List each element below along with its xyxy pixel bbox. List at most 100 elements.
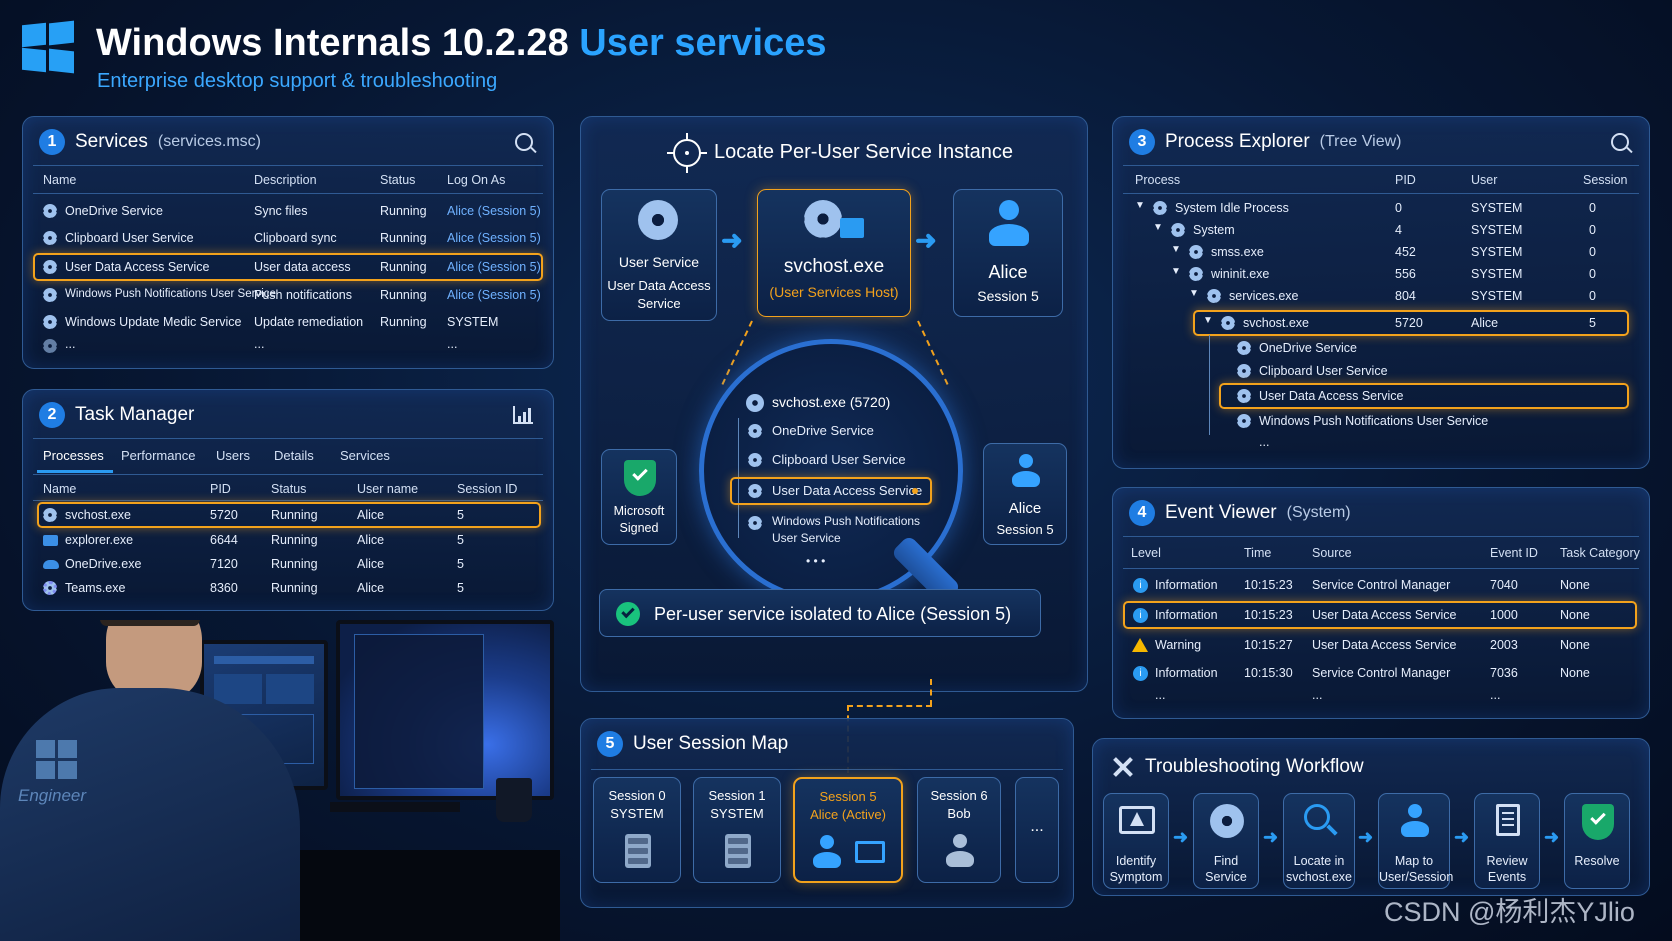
workflow-step-resolve[interactable]: Resolve [1564, 793, 1630, 889]
folder-icon [43, 535, 58, 546]
table-row[interactable]: Teams.exe 8360 Running Alice 5 [23, 576, 553, 600]
gear-icon [746, 394, 764, 412]
session-6-card[interactable]: Session 6 Bob [917, 777, 1001, 883]
column-header[interactable]: PID [1395, 173, 1416, 187]
workflow-step-locate[interactable]: Locate in svchost.exe [1283, 793, 1355, 889]
table-row[interactable]: Warning 10:15:27 User Data Access Servic… [1113, 632, 1649, 658]
panel-subtitle: (Tree View) [1319, 133, 1402, 150]
performance-chart-icon[interactable] [513, 406, 533, 424]
tree-row[interactable]: ▼ System Idle Process 0 SYSTEM 0 [1135, 200, 1596, 215]
tree-row[interactable]: User Data Access Service [1113, 384, 1649, 408]
gear-icon [1189, 267, 1203, 281]
coffee-mug-icon [496, 778, 532, 822]
tab-services[interactable]: Services [340, 448, 390, 463]
tree-row[interactable]: ▼ wininit.exe 556 SYSTEM 0 [1171, 266, 1596, 281]
column-header[interactable]: Log On As [447, 173, 506, 187]
table-row[interactable]: i Information 10:15:23 User Data Access … [1113, 602, 1649, 628]
column-header[interactable]: Process [1135, 173, 1181, 187]
column-header[interactable]: User [1471, 173, 1498, 187]
tree-row[interactable]: OneDrive Service [1113, 337, 1649, 359]
column-header[interactable]: Level [1131, 546, 1161, 560]
column-header[interactable]: Name [43, 482, 77, 496]
gear-icon [1189, 245, 1203, 259]
user-service-card[interactable]: User Service User Data Access Service [601, 189, 717, 321]
server-icon [625, 834, 651, 868]
engineer-illustration: Engineer [0, 620, 560, 941]
gear-icon [1221, 316, 1235, 330]
column-header[interactable]: Status [380, 173, 416, 187]
column-header[interactable]: Name [43, 173, 77, 187]
chevron-down-icon: ▼ [1189, 288, 1199, 299]
cloud-icon [43, 560, 59, 569]
alice-card[interactable]: Alice Session 5 [953, 189, 1063, 317]
workflow-step-review[interactable]: Review Events [1474, 793, 1540, 889]
gear-icon [43, 260, 57, 274]
column-header[interactable]: PID [210, 482, 231, 496]
page-subtitle: Enterprise desktop support & troubleshoo… [97, 70, 498, 92]
workflow-step-find[interactable]: Find Service [1193, 793, 1259, 889]
table-row[interactable]: OneDrive Service Sync files Running Alic… [23, 199, 553, 225]
gear-icon [43, 339, 57, 353]
column-header[interactable]: Description [254, 173, 317, 187]
workflow-step-identify[interactable]: Identify Symptom [1103, 793, 1169, 889]
more-sessions-card[interactable]: ... [1015, 777, 1059, 883]
tab-users[interactable]: Users [216, 448, 250, 463]
chevron-down-icon: ▼ [1203, 315, 1213, 326]
table-row[interactable]: Windows Push Notifications User Service … [23, 283, 553, 309]
microsoft-signed-card: Microsoft Signed [601, 449, 677, 545]
tree-row[interactable]: ▼ services.exe 804 SYSTEM 0 [1189, 288, 1596, 303]
tab-processes[interactable]: Processes [43, 448, 104, 463]
column-header[interactable]: User name [357, 482, 419, 496]
table-row[interactable]: svchost.exe 5720 Running Alice 5 [23, 503, 553, 527]
page-title: Windows Internals 10.2.28 User services [96, 22, 827, 64]
column-header[interactable]: Time [1244, 546, 1272, 560]
column-header[interactable]: Source [1312, 546, 1352, 560]
table-row[interactable]: i Information 10:15:30 Service Control M… [1113, 660, 1649, 686]
table-row[interactable]: Windows Update Medic Service Update reme… [23, 310, 553, 336]
table-row[interactable]: Clipboard User Service Clipboard sync Ru… [23, 226, 553, 252]
tree-row[interactable]: Clipboard User Service [1113, 360, 1649, 382]
info-icon: i [1133, 608, 1148, 623]
panel-subtitle: (System) [1286, 504, 1351, 521]
session-1-card[interactable]: Session 1 SYSTEM [693, 777, 781, 883]
column-header[interactable]: Session ID [457, 482, 518, 496]
tree-row[interactable]: Windows Push Notifications User Service [1113, 410, 1649, 432]
selected-row-highlight [33, 253, 543, 281]
search-icon[interactable] [1611, 133, 1633, 154]
chevron-down-icon: ▼ [1135, 200, 1145, 211]
column-header[interactable]: Task Category [1560, 546, 1640, 560]
tree-row[interactable]: ▼ System 4 SYSTEM 0 [1153, 222, 1596, 237]
session-0-card[interactable]: Session 0 SYSTEM [593, 777, 681, 883]
server-icon [725, 834, 751, 868]
table-row[interactable]: OneDrive.exe 7120 Running Alice 5 [23, 552, 553, 576]
column-header[interactable]: Status [271, 482, 307, 496]
column-header[interactable]: Session [1583, 173, 1628, 187]
column-header[interactable]: Event ID [1490, 546, 1538, 560]
arrow-right-icon: ➜ [1544, 827, 1560, 847]
table-row[interactable]: i Information 10:15:23 Service Control M… [1113, 572, 1649, 598]
page-title-accent: User services [579, 22, 827, 64]
tab-performance[interactable]: Performance [121, 448, 196, 463]
alice-session-card[interactable]: Alice Session 5 [983, 443, 1067, 545]
engineer-body [0, 688, 300, 941]
selected-row-highlight [730, 477, 932, 505]
watermark: CSDN @杨利杰YJlio [1384, 897, 1635, 927]
workflow-step-map[interactable]: Map to User/Session [1378, 793, 1453, 889]
shield-check-icon [1582, 804, 1614, 840]
table-row[interactable]: explorer.exe 6644 Running Alice 5 [23, 528, 553, 552]
selected-row-highlight [1219, 383, 1629, 409]
search-icon[interactable] [515, 133, 537, 154]
svchost-card[interactable]: svchost.exe (User Services Host) [757, 189, 911, 317]
table-row: ... ... ... [1155, 688, 1501, 702]
table-row[interactable]: User Data Access Service User data acces… [23, 254, 553, 280]
user-icon [813, 835, 841, 871]
tools-icon [1111, 755, 1135, 779]
session-5-card[interactable]: Session 5 Alice (Active) [793, 777, 903, 883]
tree-row[interactable]: ▼ svchost.exe 5720 Alice 5 [1203, 315, 1596, 330]
step-number: 5 [597, 731, 623, 757]
tree-row[interactable]: ▼ smss.exe 452 SYSTEM 0 [1171, 244, 1596, 259]
selected-row-highlight [1193, 310, 1629, 336]
tab-details[interactable]: Details [274, 448, 314, 463]
info-icon: i [1133, 666, 1148, 681]
